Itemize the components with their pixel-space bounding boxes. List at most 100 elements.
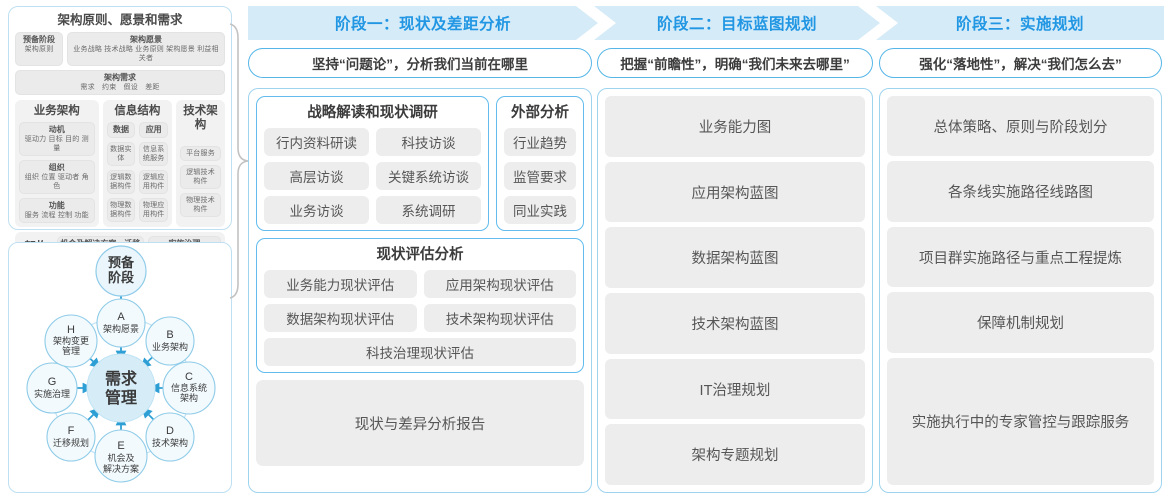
adm-node-A-label: 架构愿景 — [103, 323, 139, 334]
tile-it-governance-plan[interactable]: IT治理规划 — [605, 358, 865, 420]
cell-logical-data-text: 逻辑数据构件 — [110, 174, 132, 190]
cell-logical-data: 逻辑数据构件 — [106, 170, 136, 194]
bracket-connector — [228, 22, 250, 300]
tile-internal-docs[interactable]: 行内资料研读 — [264, 128, 369, 156]
phase-subtitle-2-label: 把握“前瞻性”，明确“我们未来去哪里” — [620, 57, 850, 72]
phase-header-3[interactable]: 阶段三：实施规划 — [876, 6, 1164, 40]
tile-business-capability-assessment[interactable]: 业务能力现状评估 — [264, 270, 417, 298]
cell-vision-sub: 业务战略 技术战略 业务原则 架构愿景 利益相关者 — [73, 46, 219, 62]
tile-system-survey[interactable]: 系统调研 — [376, 196, 481, 224]
adm-node-F-label: 迁移规划 — [53, 437, 89, 448]
cell-physical-app-text: 物理应用构件 — [142, 202, 165, 218]
adm-node-C-label2: 架构 — [180, 392, 198, 403]
cell-organization: 组织 组织 位置 驱动者 角色 — [19, 160, 95, 194]
tile-tech-architecture-blueprint[interactable]: 技术架构蓝图 — [605, 293, 865, 354]
phase-header-1[interactable]: 阶段一：现状及差距分析 — [248, 6, 598, 40]
tile-business-interview[interactable]: 业务访谈 — [264, 196, 369, 224]
phase-subtitle-1: 坚持“问题论”，分析我们当前在哪里 — [248, 48, 592, 78]
tile-program-path-key-projects[interactable]: 项目群实施路径与重点工程提炼 — [887, 226, 1154, 288]
adm-node-E-label1: 机会及 — [107, 452, 134, 463]
cell-logical-app-text: 逻辑应用构件 — [142, 174, 165, 190]
subcolumn-application: 应用 信息系统服务 逻辑应用构件 物理应用构件 — [139, 122, 169, 222]
cell-motivation: 动机 驱动力 目标 目的 测量 — [19, 122, 95, 156]
tile-app-architecture-blueprint[interactable]: 应用架构蓝图 — [605, 161, 865, 223]
togaf-content-framework-card: 架构原则、愿景和需求 预备阶段 架构原则 架构愿景 业务战略 技术战略 业务原则… — [8, 6, 232, 275]
tile-line-implementation-roadmap[interactable]: 各条线实施路径线路图 — [887, 161, 1154, 222]
cell-logical-tech: 逻辑技术构件 — [180, 165, 221, 189]
cell-data-title: 数据 — [112, 125, 129, 134]
cell-data-entity-text: 数据实体 — [110, 146, 132, 162]
phase-subtitle-3: 强化“落地性”，解决“我们怎么去” — [879, 48, 1162, 78]
cell-physical-data-text: 物理数据构件 — [110, 202, 132, 218]
cell-prelim-title: 预备阶段 — [23, 35, 55, 44]
cell-organization-sub: 组织 位置 驱动者 角色 — [24, 174, 89, 190]
adm-node-E-key: E — [117, 440, 124, 452]
tile-tech-interview[interactable]: 科技访谈 — [376, 128, 481, 156]
adm-center-line2: 管理 — [105, 388, 137, 407]
tile-peer-practice[interactable]: 同业实践 — [504, 196, 576, 224]
phase-2-item-list: 业务能力图 应用架构蓝图 数据架构蓝图 技术架构蓝图 IT治理规划 架构专题规划 — [605, 96, 865, 486]
tile-it-governance-assessment[interactable]: 科技治理现状评估 — [264, 338, 576, 366]
tile-expert-control-tracking-service[interactable]: 实施执行中的专家管控与跟踪服务 — [887, 357, 1154, 485]
tile-key-system-interview[interactable]: 关键系统访谈 — [376, 162, 481, 190]
tile-gap-analysis-report[interactable]: 现状与差异分析报告 — [256, 380, 584, 466]
adm-node-H-label2: 管理 — [62, 345, 80, 356]
phase-header-1-label: 阶段一：现状及差距分析 — [334, 16, 511, 33]
tile-data-architecture-assessment[interactable]: 数据架构现状评估 — [264, 304, 417, 332]
card-current-state-assessment: 现状评估分析 业务能力现状评估 应用架构现状评估 数据架构现状评估 技术架构现状… — [256, 238, 584, 373]
tile-assurance-mechanism-plan[interactable]: 保障机制规划 — [887, 292, 1154, 353]
tile-overall-strategy-principles[interactable]: 总体策略、原则与阶段划分 — [887, 96, 1154, 157]
framework-title: 架构原则、愿景和需求 — [57, 13, 183, 27]
phase-subtitle-1-label: 坚持“问题论”，分析我们当前在哪里 — [312, 57, 528, 72]
cell-application-title: 应用 — [145, 125, 162, 134]
column-business-head: 业务架构 — [33, 105, 80, 117]
adm-node-D-key: D — [166, 425, 174, 437]
column-information-head: 信息结构 — [114, 105, 161, 117]
cell-vision-title: 架构愿景 — [130, 35, 162, 44]
tile-data-architecture-blueprint[interactable]: 数据架构蓝图 — [605, 227, 865, 289]
column-business-architecture: 业务架构 动机 驱动力 目标 目的 测量 组织 组织 位置 驱动者 角色 功能 — [15, 100, 99, 227]
column-technology-head: 技术架构 — [183, 105, 218, 131]
tile-app-architecture-assessment[interactable]: 应用架构现状评估 — [423, 270, 576, 298]
cell-vision: 架构愿景 业务战略 技术战略 业务原则 架构愿景 利益相关者 — [67, 32, 225, 66]
cell-motivation-title: 动机 — [48, 125, 65, 134]
cell-data: 数据 — [106, 122, 136, 138]
framework-row-requirements: 架构需求 需求 约束 假设 差距 — [15, 70, 225, 95]
framework-three-columns: 业务架构 动机 驱动力 目标 目的 测量 组织 组织 位置 驱动者 角色 功能 — [15, 100, 225, 227]
cell-requirements: 架构需求 需求 约束 假设 差距 — [15, 70, 225, 95]
adm-node-G-label: 实施治理 — [34, 388, 70, 399]
tile-tech-architecture-assessment[interactable]: 技术架构现状评估 — [423, 304, 576, 332]
adm-cycle-diagram: 预备 阶段 需求 管理 A 架构愿景 B 业务架构 C — [9, 243, 233, 494]
tile-exec-interview[interactable]: 高层访谈 — [264, 162, 369, 190]
adm-node-H-label1: 架构变更 — [53, 335, 89, 346]
phase-1-top-row: 战略解读和现状调研 行内资料研读 科技访谈 高层访谈 关键系统访谈 业务访谈 系… — [256, 96, 584, 231]
column-information-structure: 信息结构 数据 数据实体 逻辑数据构件 物理数据构件 应用 信息系统服务 逻辑应… — [102, 100, 173, 227]
tile-industry-trend[interactable]: 行业趋势 — [504, 128, 576, 156]
cell-data-entity: 数据实体 — [106, 142, 136, 166]
cell-prelim: 预备阶段 架构原则 — [15, 32, 63, 66]
phase-header-2[interactable]: 阶段二：目标蓝图规划 — [594, 6, 880, 40]
adm-node-B-key: B — [166, 329, 173, 341]
adm-center-line1: 需求 — [105, 369, 138, 388]
phase-header-2-label: 阶段二：目标蓝图规划 — [656, 16, 817, 33]
adm-node-B-label: 业务架构 — [152, 341, 188, 352]
tile-business-capability-map[interactable]: 业务能力图 — [605, 96, 865, 157]
adm-node-F-key: F — [68, 425, 75, 437]
phase-header-3-label: 阶段三：实施规划 — [955, 16, 1084, 33]
cell-logical-tech-text: 逻辑技术构件 — [186, 169, 215, 185]
cell-function-title: 功能 — [48, 201, 65, 210]
phase-subtitle-2: 把握“前瞻性”，明确“我们未来去哪里” — [597, 48, 873, 78]
framework-row-vision: 预备阶段 架构原则 架构愿景 业务战略 技术战略 业务原则 架构愿景 利益相关者 — [15, 32, 225, 66]
tile-architecture-topic-plan[interactable]: 架构专题规划 — [605, 424, 865, 486]
card-external-analysis: 外部分析 行业趋势 监管要求 同业实践 — [496, 96, 584, 231]
tile-regulatory-requirement[interactable]: 监管要求 — [504, 162, 576, 190]
adm-node-E-label2: 解决方案 — [103, 463, 139, 474]
cell-physical-tech-text: 物理技术构件 — [186, 197, 215, 213]
cell-physical-app: 物理应用构件 — [139, 198, 169, 222]
adm-node-A-key: A — [117, 311, 125, 323]
cell-platform-service-text: 平台服务 — [186, 150, 215, 157]
cell-platform-service: 平台服务 — [180, 146, 221, 161]
card-current-state-assessment-title: 现状评估分析 — [376, 247, 464, 263]
left-panel: 架构原则、愿景和需求 预备阶段 架构原则 架构愿景 业务战略 技术战略 业务原则… — [8, 6, 232, 493]
